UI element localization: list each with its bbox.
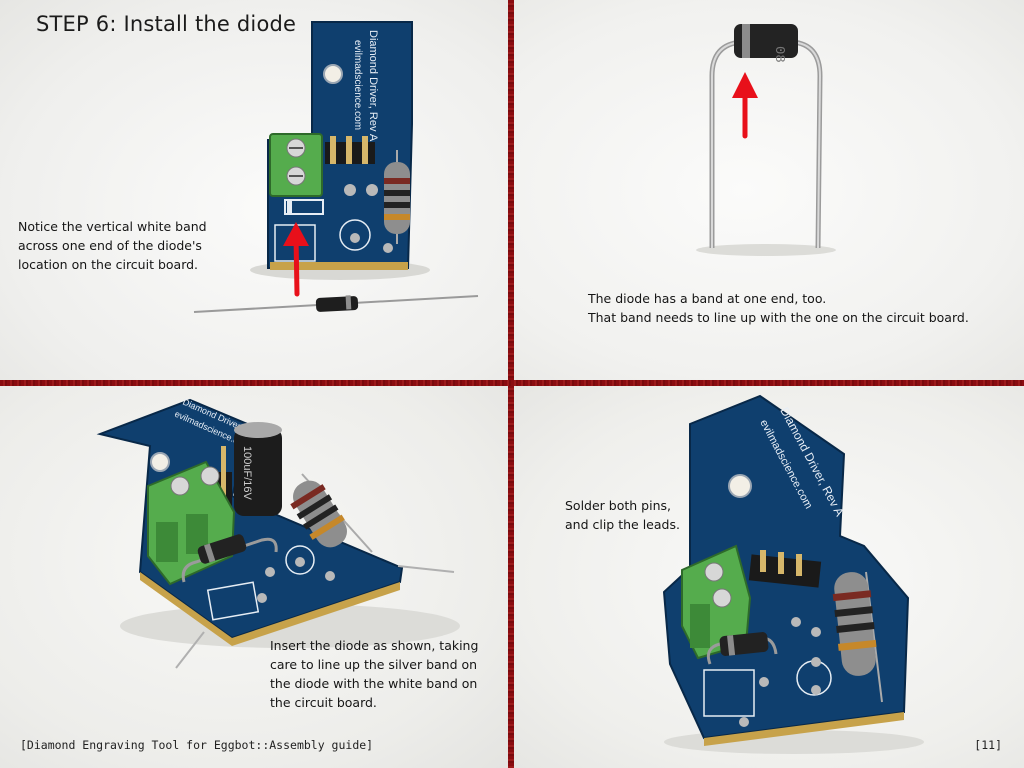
caption-line: Notice the vertical white band (18, 219, 207, 234)
caption-line: Solder both pins, (565, 498, 671, 513)
divider-horizontal (0, 380, 1024, 386)
terminal-block (269, 133, 323, 197)
arrow-icon (732, 72, 758, 139)
silkscreen-title: Diamond Driver, Rev A (367, 30, 379, 142)
header-pins (325, 136, 375, 164)
caption-line: the diode with the white band on (270, 676, 478, 691)
caption-line: location on the circuit board. (18, 257, 199, 272)
caption-line: The diode has a band at one end, too. (588, 291, 827, 306)
caption-insert-diode: Insert the diode as shown, taking care t… (270, 636, 478, 712)
diode-band-marking (287, 201, 292, 213)
footer-page-number: [11] (974, 738, 1002, 752)
header-pins (748, 550, 822, 588)
caption-line: care to line up the silver band on (270, 657, 478, 672)
board-photo-3: Diamond Driver, Rev A evilmadscience.com… (96, 397, 460, 669)
bent-diode: 08 (709, 24, 823, 249)
diode-photo: 08 (696, 24, 836, 256)
caption-solder: Solder both pins, and clip the leads. (565, 496, 680, 534)
silkscreen-url: evilmadscience.com (352, 40, 363, 130)
caption-line: Insert the diode as shown, taking (270, 638, 479, 653)
caption-line: across one end of the diode's (18, 238, 202, 253)
caption-line: That band needs to line up with the one … (588, 310, 969, 325)
photo-board-diode-location: Diamond Driver, Rev A evilmadscience.com (0, 0, 508, 380)
capacitor-label: 100uF/16V (241, 446, 253, 500)
arrow-icon (283, 222, 309, 297)
caption-line: and clip the leads. (565, 517, 680, 532)
caption-line: the circuit board. (270, 695, 377, 710)
caption-board-band: Notice the vertical white band across on… (18, 217, 207, 274)
resistor (832, 571, 883, 703)
svg-text:08: 08 (771, 46, 787, 63)
board-photo-1: Diamond Driver, Rev A evilmadscience.com (193, 21, 479, 313)
diode-band (742, 24, 750, 58)
loose-diode (193, 295, 479, 313)
caption-diode-band: The diode has a band at one end, too. Th… (588, 289, 969, 327)
inserted-diode (175, 534, 455, 669)
resistor (384, 150, 410, 244)
page-title: STEP 6: Install the diode (36, 12, 297, 36)
photo-diode-inserted: Diamond Driver, Rev A evilmadscience.com… (0, 386, 508, 768)
board-photo-4: Diamond Driver, Rev A evilmadscience.com (662, 394, 924, 754)
footer-guide-title: [Diamond Engraving Tool for Eggbot::Asse… (20, 738, 374, 752)
soldered-diode (706, 632, 778, 665)
photo-diode-band: 08 The diode has a band at one end, too.… (514, 0, 1024, 380)
photo-diode-soldered: Diamond Driver, Rev A evilmadscience.com (514, 386, 1024, 768)
terminal-block (681, 544, 752, 660)
resistor (290, 473, 373, 553)
capacitor: 100uF/16V (234, 422, 282, 516)
